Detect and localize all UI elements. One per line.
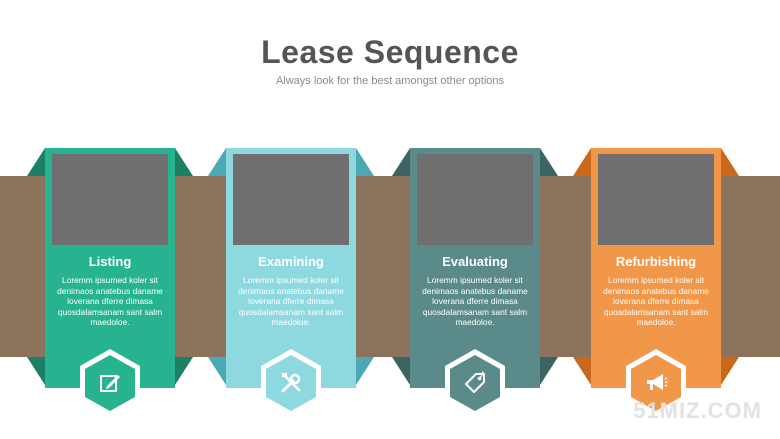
step-description: Loremm ipsumed koler sit denimaos anateb… [57,275,163,328]
icon-badge [445,349,505,417]
step-title: Examining [258,254,324,269]
step-description: Loremm ipsumed koler sit denimaos anateb… [422,275,528,328]
icon-badge [261,349,321,417]
fold-top-right [540,148,558,176]
fold-bottom-left [27,357,45,385]
fold-top-right [175,148,193,176]
image-placeholder [598,154,714,245]
fold-top-left [392,148,410,176]
fold-top-right [721,148,739,176]
icon-badge [626,349,686,417]
watermark: 51MIZ.COM [633,398,762,423]
image-placeholder [417,154,533,245]
step-description: Loremm ipsumed koler sit denimaos anateb… [238,275,344,328]
fold-bottom-left [208,357,226,385]
fold-bottom-left [392,357,410,385]
step-description: Loremm ipsumed koler sit denimaos anateb… [603,275,709,328]
page-subtitle: Always look for the best amongst other o… [275,75,505,87]
step-title: Refurbishing [615,254,697,269]
step-title: Evaluating [442,254,508,269]
fold-top-left [27,148,45,176]
fold-bottom-right [540,357,558,385]
fold-top-left [208,148,226,176]
fold-top-left [573,148,591,176]
fold-top-right [356,148,374,176]
image-placeholder [52,154,168,245]
fold-bottom-left [573,357,591,385]
image-placeholder [233,154,349,245]
fold-bottom-right [175,357,193,385]
fold-bottom-right [356,357,374,385]
step-title: Listing [88,254,132,269]
page-title: Lease Sequence [261,34,519,70]
icon-badge [80,349,140,417]
fold-bottom-right [721,357,739,385]
